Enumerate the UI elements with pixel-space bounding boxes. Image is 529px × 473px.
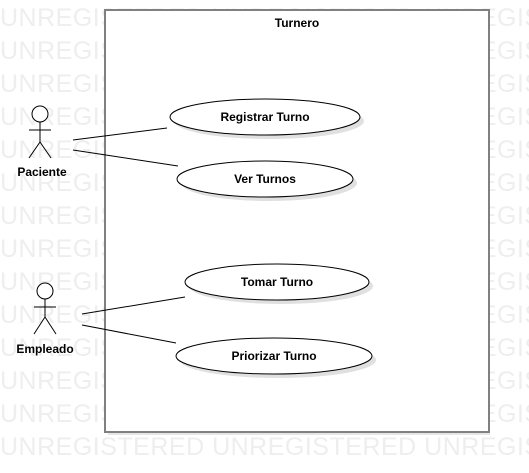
actor-right-leg	[44, 316, 57, 335]
actor-left-leg	[33, 316, 46, 335]
actor-empleado[interactable]	[33, 282, 57, 335]
use-case-ellipse	[169, 98, 361, 136]
actor-label-empleado: Empleado	[16, 342, 73, 356]
actor-right-leg	[39, 141, 52, 159]
use-case-priorizar-turno[interactable]: Priorizar Turno	[175, 337, 376, 378]
use-case-label: Tomar Turno	[241, 275, 313, 289]
actor-left-leg	[28, 141, 41, 159]
association-empleado-priorizar-turno[interactable]	[81, 324, 177, 344]
association-empleado-tomar-turno[interactable]	[81, 296, 186, 315]
use-case-label: Registrar Turno	[220, 110, 309, 124]
use-case-ver-turnos[interactable]: Ver Turnos	[176, 160, 357, 201]
associations	[72, 127, 186, 344]
use-case-registrar-turno[interactable]: Registrar Turno	[169, 98, 364, 139]
use-case-tomar-turno[interactable]: Tomar Turno	[184, 263, 373, 304]
actor-head	[31, 105, 49, 123]
use-case-ellipse	[176, 160, 354, 198]
actor-paciente[interactable]	[28, 105, 52, 159]
actor-head	[36, 282, 54, 300]
use-case-label: Priorizar Turno	[231, 349, 316, 363]
association-paciente-ver-turnos[interactable]	[72, 149, 179, 167]
actor-label-paciente: Paciente	[17, 165, 67, 179]
use-case-label: Ver Turnos	[234, 172, 296, 186]
use-case-ellipse	[184, 263, 370, 301]
association-paciente-registrar-turno[interactable]	[72, 127, 168, 141]
system-title: Turnero	[275, 16, 319, 30]
use-case-ellipse	[175, 337, 373, 375]
